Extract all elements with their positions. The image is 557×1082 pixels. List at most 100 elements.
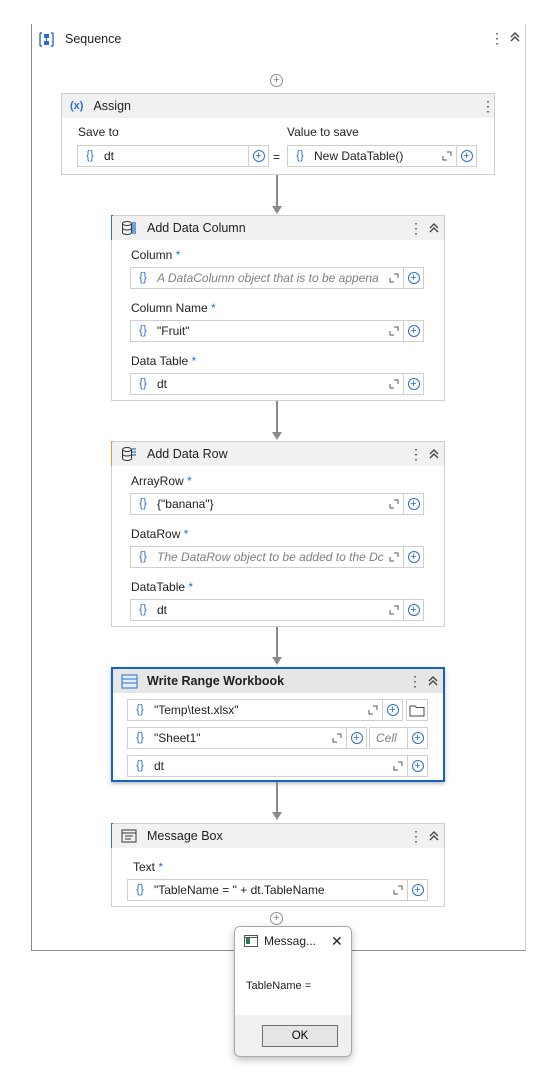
save-to-value: dt xyxy=(104,149,115,163)
spreadsheet-icon xyxy=(121,674,138,689)
expression-icon: {} xyxy=(139,325,147,337)
data-row-placeholder: The DataRow object to be added to the Dc xyxy=(157,550,384,564)
expression-icon: {} xyxy=(296,150,304,162)
datatable-field[interactable]: {} dt + xyxy=(130,599,424,621)
plus-button[interactable]: + xyxy=(248,146,268,166)
expand-editor-icon[interactable] xyxy=(385,379,403,389)
plus-button[interactable]: + xyxy=(403,600,423,620)
expand-editor-icon[interactable] xyxy=(385,605,403,615)
starting-cell-field[interactable]: Cell + xyxy=(369,727,428,749)
assign-activity[interactable]: (x) Assign ⋮ Save to Value to save {} dt… xyxy=(61,93,495,175)
data-table-label: Data Table * xyxy=(131,354,197,368)
message-box-activity[interactable]: Message Box ⋮ Text * {} "TableName = " +… xyxy=(111,823,445,907)
plus-button[interactable]: + xyxy=(382,700,402,720)
more-options-icon[interactable]: ⋮ xyxy=(409,220,423,236)
workbook-path-field[interactable]: {} "Temp\test.xlsx" + xyxy=(127,699,403,721)
message-dialog: Messag... ✕ TableName = OK xyxy=(234,926,352,1057)
message-text-field[interactable]: {} "TableName = " + dt.TableName + xyxy=(127,879,428,901)
expand-editor-icon[interactable] xyxy=(389,761,407,771)
value-to-save-field[interactable]: {} New DataTable() + xyxy=(287,145,477,167)
sequence-icon xyxy=(38,31,55,48)
sheet-name-field[interactable]: {} "Sheet1" + xyxy=(127,727,367,749)
plus-circle-icon: + xyxy=(407,272,420,284)
plus-button[interactable]: + xyxy=(403,321,423,341)
data-table-field[interactable]: {} dt + xyxy=(130,373,424,395)
plus-circle-icon: + xyxy=(407,378,420,390)
plus-button[interactable]: + xyxy=(403,547,423,567)
dialog-titlebar[interactable]: Messag... ✕ xyxy=(235,927,351,955)
more-options-icon[interactable]: ⋮ xyxy=(409,828,423,844)
add-data-row-activity[interactable]: Add Data Row ⋮ ArrayRow * {} {"banana"} … xyxy=(111,441,445,627)
sheet-name-value: "Sheet1" xyxy=(154,731,201,745)
expand-editor-icon[interactable] xyxy=(385,273,403,283)
dialog-body: TableName = xyxy=(235,955,351,1015)
add-activity-button[interactable]: + xyxy=(270,74,283,87)
flow-arrow-icon xyxy=(272,206,282,214)
workbook-path-value: "Temp\test.xlsx" xyxy=(154,703,239,717)
add-data-row-header: Add Data Row ⋮ xyxy=(112,442,444,466)
add-activity-button[interactable]: + xyxy=(270,912,283,925)
collapse-icon[interactable] xyxy=(509,30,521,46)
expand-editor-icon[interactable] xyxy=(385,499,403,509)
sequence-header[interactable]: Sequence ⋮ xyxy=(38,28,522,50)
message-box-header: Message Box ⋮ xyxy=(112,824,444,848)
save-to-field[interactable]: {} dt + xyxy=(77,145,269,167)
plus-circle-icon: + xyxy=(407,325,420,337)
column-field[interactable]: {} A DataColumn object that is to be app… xyxy=(130,267,424,289)
browse-folder-button[interactable] xyxy=(406,699,428,721)
expand-editor-icon[interactable] xyxy=(438,151,456,161)
plus-circle-icon: + xyxy=(407,498,420,510)
write-range-header: Write Range Workbook ⋮ xyxy=(113,669,443,693)
expression-icon: {} xyxy=(139,378,147,390)
collapse-icon[interactable] xyxy=(427,674,439,690)
expression-icon: {} xyxy=(139,498,147,510)
expand-editor-icon[interactable] xyxy=(389,885,407,895)
value-to-save-value: New DataTable() xyxy=(314,149,404,163)
data-table-value: dt xyxy=(157,377,168,391)
expand-editor-icon[interactable] xyxy=(328,733,346,743)
cell-placeholder: Cell xyxy=(376,731,397,745)
sequence-title: Sequence xyxy=(65,32,122,46)
collapse-icon[interactable] xyxy=(428,447,440,463)
plus-button[interactable]: + xyxy=(407,756,427,776)
plus-circle-icon: + xyxy=(407,604,420,616)
plus-button[interactable]: + xyxy=(346,728,366,748)
flow-connector xyxy=(276,782,278,813)
expand-editor-icon[interactable] xyxy=(364,705,382,715)
text-label: Text * xyxy=(133,860,164,874)
flow-arrow-icon xyxy=(272,657,282,665)
array-row-field[interactable]: {} {"banana"} + xyxy=(130,493,424,515)
data-table-input-field[interactable]: {} dt + xyxy=(127,755,428,777)
write-range-workbook-activity[interactable]: Write Range Workbook ⋮ {} "Temp\test.xls… xyxy=(111,667,445,782)
more-options-icon[interactable]: ⋮ xyxy=(408,673,422,689)
variable-icon: (x) xyxy=(70,100,84,112)
close-icon[interactable]: ✕ xyxy=(331,933,343,949)
message-box-title: Message Box xyxy=(147,829,223,843)
ok-button[interactable]: OK xyxy=(262,1025,338,1047)
expression-icon: {} xyxy=(139,551,147,563)
collapse-icon[interactable] xyxy=(428,221,440,237)
plus-button[interactable]: + xyxy=(407,880,427,900)
plus-button[interactable]: + xyxy=(456,146,476,166)
plus-circle-icon: + xyxy=(411,732,424,744)
array-row-label: ArrayRow * xyxy=(131,474,192,488)
more-options-icon[interactable]: ⋮ xyxy=(481,98,495,114)
plus-button[interactable]: + xyxy=(403,268,423,288)
add-data-column-activity[interactable]: Add Data Column ⋮ Column * {} A DataColu… xyxy=(111,215,445,401)
expression-icon: {} xyxy=(86,150,94,162)
plus-circle-icon: + xyxy=(350,732,363,744)
expand-editor-icon[interactable] xyxy=(385,326,403,336)
plus-circle-icon: + xyxy=(411,760,424,772)
expand-editor-icon[interactable] xyxy=(385,552,403,562)
plus-button[interactable]: + xyxy=(403,494,423,514)
more-options-icon[interactable]: ⋮ xyxy=(490,30,504,46)
data-column-icon xyxy=(121,220,137,236)
plus-button[interactable]: + xyxy=(407,728,427,748)
data-row-field[interactable]: {} The DataRow object to be added to the… xyxy=(130,546,424,568)
column-name-field[interactable]: {} "Fruit" + xyxy=(130,320,424,342)
more-options-icon[interactable]: ⋮ xyxy=(409,446,423,462)
collapse-icon[interactable] xyxy=(428,829,440,845)
expression-icon: {} xyxy=(136,884,144,896)
plus-button[interactable]: + xyxy=(403,374,423,394)
expression-icon: {} xyxy=(136,732,144,744)
